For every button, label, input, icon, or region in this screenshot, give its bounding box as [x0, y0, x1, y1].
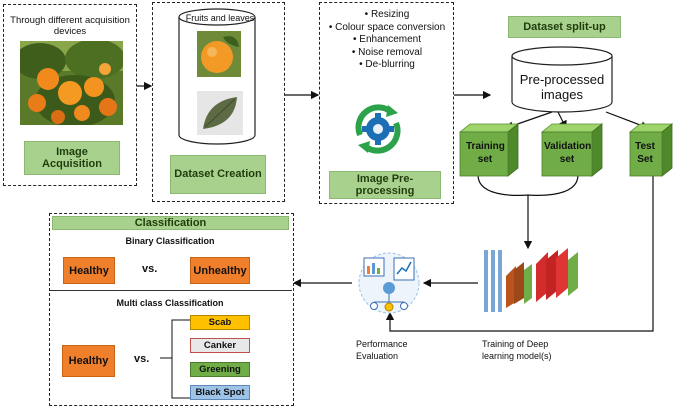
classification-title: Classification [52, 216, 289, 230]
acquisition-label: Image Acquisition [24, 141, 120, 175]
arrow-test-to-evaluation [385, 175, 654, 332]
multi-healthy-box: Healthy [62, 345, 115, 377]
acquisition-panel: Through different acquisition devices Im… [3, 4, 137, 186]
orange-fruit-photo [197, 31, 241, 77]
orange-tree-photo [20, 41, 123, 125]
training-set-label: Training set [466, 141, 505, 165]
multi-bracket [160, 319, 190, 399]
test-cube [628, 123, 674, 177]
acquisition-caption: Through different acquisition devices [10, 15, 130, 37]
evaluation-label: Performance Evaluation [356, 339, 408, 361]
preprocessing-label: Image Pre-processing [329, 171, 441, 199]
binary-title: Binary Classification [125, 236, 215, 246]
split-cubes [458, 123, 674, 177]
step-colour-space: • Colour space conversion [328, 21, 446, 33]
preprocessing-panel: • Resizing • Colour space conversion • E… [319, 2, 454, 204]
test-set-label: Test Set [635, 141, 655, 165]
binary-unhealthy-box: Unhealthy [190, 257, 250, 284]
step-enhancement: • Enhancement [353, 34, 421, 45]
preprocessing-steps: • Resizing • Colour space conversion • E… [322, 9, 452, 72]
deep-model-layers-icon [484, 248, 578, 312]
split-title: Dataset split-up [508, 16, 621, 38]
leaf-photo [197, 91, 243, 135]
class-greening: Greening [190, 362, 250, 377]
step-resizing: • Resizing [364, 9, 410, 20]
gear-cycle-icon [355, 104, 401, 154]
multi-vs: vs. [134, 353, 150, 365]
class-black-spot: Black Spot [190, 385, 250, 400]
db-label: Pre-processed images [519, 72, 605, 102]
class-canker: Canker [190, 338, 250, 353]
training-cube [458, 123, 520, 177]
step-noise-removal: • Noise removal [351, 46, 423, 58]
preprocessed-db-cylinder [511, 46, 613, 113]
class-scab: Scab [190, 315, 250, 330]
cylinder-label: Fruits and leaves [185, 13, 255, 23]
multi-title: Multi class Classification [116, 298, 224, 308]
step-deblurring: • De-blurring [359, 59, 415, 70]
training-label: Training of Deep learning model(s) [482, 339, 552, 361]
validation-set-label: Validation set [544, 141, 592, 165]
binary-healthy-box: Healthy [63, 257, 115, 284]
binary-vs: vs. [142, 263, 158, 275]
dataset-creation-label: Dataset Creation [170, 155, 266, 194]
validation-cube [540, 123, 604, 177]
dataset-creation-panel: Fruits and leaves Dataset Creation [152, 2, 285, 202]
performance-evaluation-icon [358, 252, 420, 314]
classification-divider [50, 290, 292, 291]
classification-panel: Classification Binary Classification Hea… [49, 213, 294, 406]
